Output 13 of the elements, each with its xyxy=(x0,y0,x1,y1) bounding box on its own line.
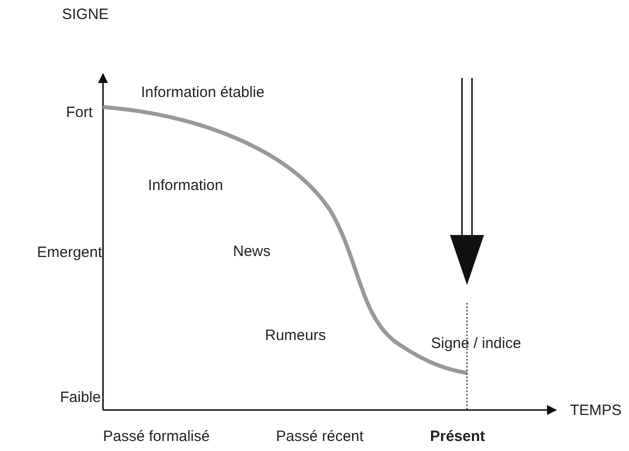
axis-title: SIGNE xyxy=(62,6,109,24)
period-label: Passé formalisé xyxy=(103,428,210,446)
axis-title: TEMPS xyxy=(570,402,622,420)
curve-label: News xyxy=(233,243,271,261)
curve-label: Information xyxy=(148,177,224,195)
curve-label: Information établie xyxy=(141,84,264,102)
level-label: Emergent xyxy=(37,244,102,262)
period-label: Passé récent xyxy=(276,428,364,446)
curve-label: Signe / indice xyxy=(431,335,522,353)
period-label: Présent xyxy=(430,428,486,446)
curve-label: Rumeurs xyxy=(265,327,326,345)
level-label: Faible xyxy=(60,389,101,407)
level-label: Fort xyxy=(66,104,93,122)
